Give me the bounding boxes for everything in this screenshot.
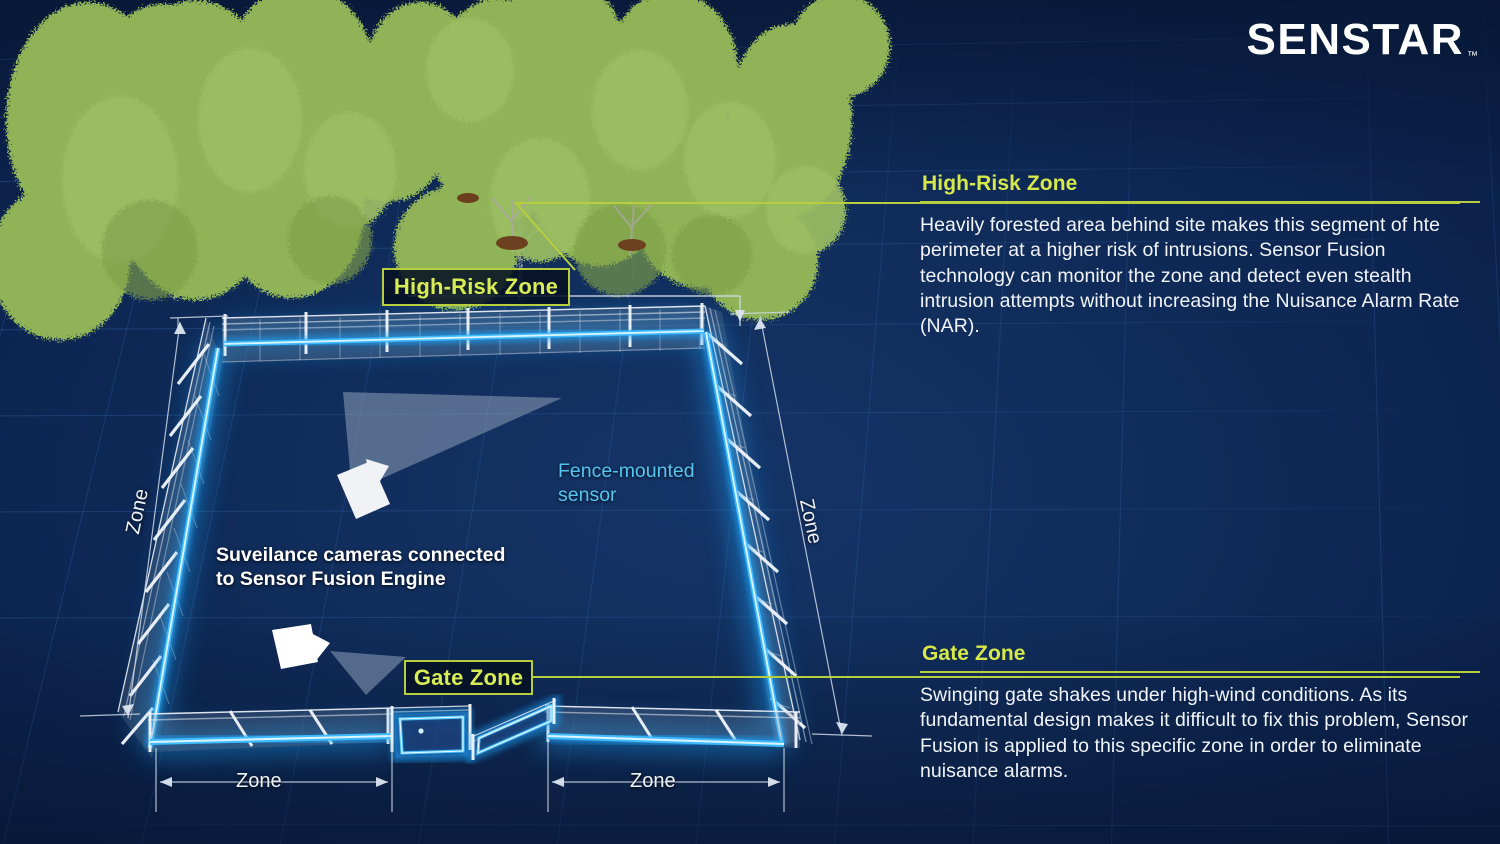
surveillance-cameras-line2: to Sensor Fusion Engine: [216, 567, 446, 590]
fence-bottom-left: [147, 707, 393, 752]
panel-high-risk-zone-rule: [920, 201, 1480, 204]
panel-gate-zone-body: Swinging gate shakes under high-wind con…: [920, 684, 1469, 783]
fence-mounted-sensor-label: Fence-mounted sensor: [558, 460, 738, 508]
panel-high-risk-zone-title: High-Risk Zone: [922, 172, 1078, 195]
tree-stump: [457, 193, 646, 251]
fence-mounted-sensor-line1: Fence-mounted: [558, 460, 695, 482]
senstar-logo-text: SENSTAR: [1246, 15, 1464, 64]
panel-gate-zone-title: Gate Zone: [922, 642, 1026, 665]
view-cone-icon: [330, 651, 406, 695]
camera-icon: [272, 624, 330, 669]
camera-icon: [337, 459, 390, 519]
fence-left: [117, 317, 224, 758]
senstar-logo: SENSTAR ™: [1178, 12, 1478, 68]
high-risk-zone-badge[interactable]: High-Risk Zone: [382, 268, 570, 306]
gate-panel-open: [466, 693, 561, 766]
zone-bottom-left-label: Zone: [236, 770, 282, 792]
gate-panel-closed: [389, 704, 473, 763]
trademark-symbol: ™: [1467, 50, 1478, 62]
surveillance-cameras-line1: Suveilance cameras connected: [216, 544, 506, 566]
gate-zone-badge[interactable]: Gate Zone: [404, 660, 533, 695]
gate-zone-badge-label: Gate Zone: [413, 664, 524, 690]
fence-top: [221, 303, 706, 363]
dimension-arrowheads: [122, 318, 848, 787]
fence-right: [700, 305, 813, 748]
high-risk-zone-badge-label: High-Risk Zone: [393, 274, 559, 299]
surveillance-cameras-label: Suveilance cameras connected to Sensor F…: [216, 544, 546, 592]
panel-high-risk-zone-body: Heavily forested area behind site makes …: [920, 214, 1460, 338]
panel-high-risk-zone: High-Risk Zone Heavily forested area beh…: [920, 172, 1480, 340]
view-cone-icon: [343, 392, 562, 492]
panel-gate-zone: Gate Zone Swinging gate shakes under hig…: [920, 642, 1480, 784]
zone-bottom-right-label: Zone: [630, 770, 676, 792]
panel-gate-zone-rule: [920, 671, 1480, 674]
fence-bottom-right: [544, 704, 801, 750]
fence-mounted-sensor-line2: sensor: [558, 483, 617, 506]
